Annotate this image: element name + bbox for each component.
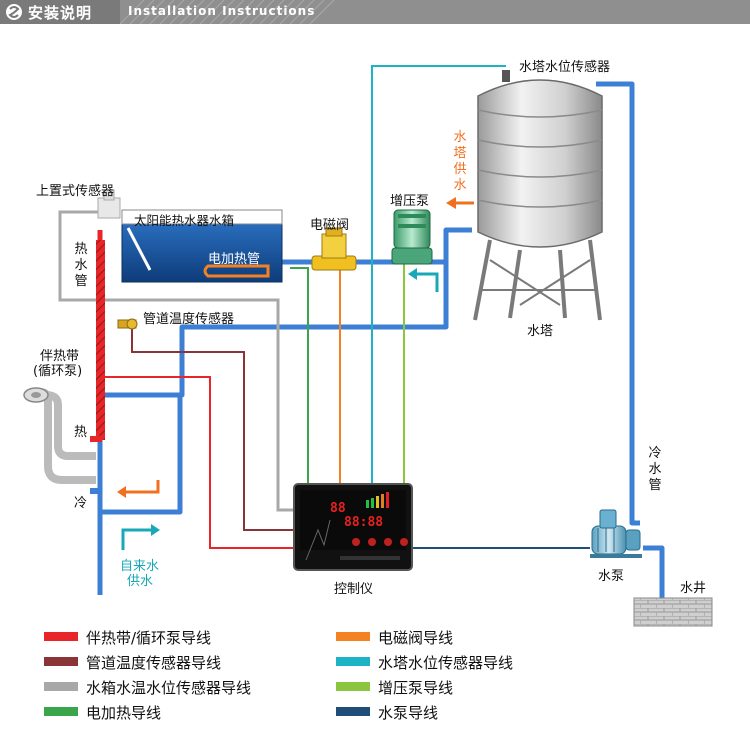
cold-pipe-label: 冷水管: [648, 446, 662, 493]
top-sensor-label: 上置式传感器: [36, 184, 115, 199]
hot-label: 热: [74, 425, 88, 440]
legend-swatch-pipe-temp: [44, 657, 78, 666]
header-bar: 安装说明 Installation Instructions: [0, 0, 750, 24]
legend-swatch-heat-band: [44, 632, 78, 641]
tank-label: 太阳能热水器水箱: [134, 213, 235, 228]
hot-pipe-label: 热水管: [74, 242, 88, 289]
legend-swatch-tank-sensor: [44, 682, 78, 691]
header-subtitle: Installation Instructions: [128, 4, 316, 18]
water-pump-device: [590, 509, 642, 558]
header-title: 安装说明: [28, 4, 93, 22]
circulation-pump-label: (循环泵): [33, 364, 83, 379]
water-tower: [473, 70, 603, 321]
legend-swatch-booster: [336, 682, 370, 691]
control-wires: [58, 65, 506, 549]
legend-pipe-temp: 管道温度传感器导线: [86, 654, 222, 672]
pipe-temp-sensor-label: 管道温度传感器: [143, 312, 235, 327]
cold-label: 冷: [74, 496, 88, 511]
pipe-temp-sensor: [117, 318, 138, 330]
booster-pump: [391, 209, 433, 265]
water-pipes: [97, 81, 665, 598]
legend-booster: 增压泵导线: [378, 679, 454, 697]
solenoid-label: 电磁阀: [310, 218, 350, 233]
header-background: [0, 0, 750, 24]
tap-water-supply-label: 供水: [127, 574, 154, 589]
well-label: 水井: [680, 581, 707, 596]
legend-swatch-solenoid: [336, 632, 370, 641]
solar-tank: [97, 189, 283, 283]
solenoid-valve: [311, 227, 357, 271]
tower-label: 水塔: [527, 324, 554, 339]
booster-flow-arrow: [408, 268, 439, 292]
return-flow-arrow: [117, 480, 160, 498]
svg-text:88: 88: [330, 501, 346, 516]
tower-level-sensor-label: 水塔水位传感器: [519, 60, 611, 75]
legend-swatch-heater: [44, 707, 78, 716]
legend-pump: 水泵导线: [378, 704, 439, 722]
tower-supply-arrow: [446, 197, 474, 209]
legend-solenoid: 电磁阀导线: [378, 629, 454, 647]
tap-water-label: 自来水: [120, 559, 160, 574]
tower-supply-label: 水塔供水: [453, 130, 467, 193]
water-pump-label: 水泵: [598, 569, 625, 584]
legend-heat-band: 伴热带/循环泵导线: [86, 629, 212, 647]
tap-water-arrow: [121, 524, 160, 550]
heater-label: 电加热管: [208, 252, 261, 267]
legend-heater: 电加热导线: [86, 704, 162, 722]
svg-text:88:88: 88:88: [344, 515, 383, 530]
well-structure: [633, 597, 713, 627]
legend-swatch-pump: [336, 707, 370, 716]
heat-band-coil: [23, 387, 102, 494]
hot-water-pipe: [96, 240, 105, 440]
legend-swatch-tower-level: [336, 657, 370, 666]
controller-device: 88 88:88: [293, 483, 413, 571]
legend-tower-level: 水塔水位传感器导线: [378, 654, 514, 672]
booster-label: 增压泵: [390, 194, 430, 209]
heat-band-label: 伴热带: [40, 349, 80, 364]
controller-label: 控制仪: [334, 582, 374, 597]
legend-tank-sensor: 水箱水温水位传感器导线: [86, 679, 252, 697]
